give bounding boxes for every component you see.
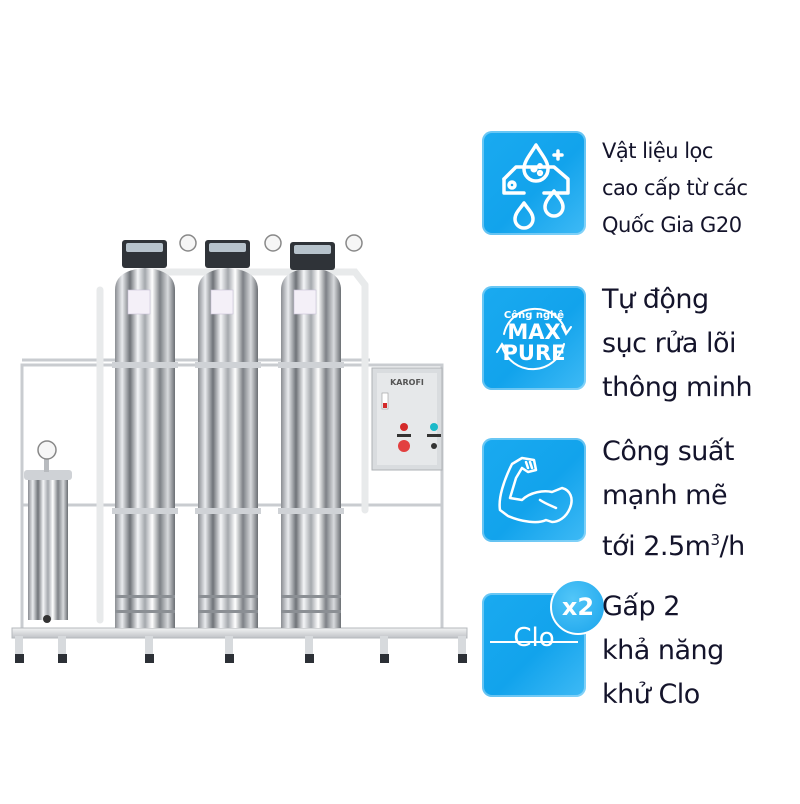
feature-line: mạnh mẽ xyxy=(602,480,728,511)
control-box xyxy=(371,367,443,471)
feature-auto-backwash: Công nghệ MAX PURE Tự động sục rửa lõi t… xyxy=(482,284,800,403)
flexed-arm-icon xyxy=(482,438,586,542)
feature-text: Tự động sục rửa lõi thông minh xyxy=(602,278,753,410)
feature-line: Quốc Gia G20 xyxy=(602,213,742,237)
feature-line: Gấp 2 xyxy=(602,591,680,622)
feature-line: tới 2.5m3/h xyxy=(602,531,745,562)
max-pure-cycle-icon: Công nghệ MAX PURE xyxy=(482,286,586,390)
icon-label: Clo xyxy=(513,623,555,653)
filter-tanks xyxy=(112,234,363,628)
icon-label: PURE xyxy=(502,341,566,365)
product-image: KAROFI xyxy=(11,234,468,663)
feature-line: Công suất xyxy=(602,436,735,467)
control-box-brand: KAROFI xyxy=(390,378,424,387)
feature-line: thông minh xyxy=(602,372,753,403)
icon-label: Công nghệ xyxy=(503,310,565,321)
feature-line: cao cấp từ các xyxy=(602,176,748,200)
icon-label: MAX xyxy=(507,320,561,344)
feature-chlorine-removal: Clo x2 Gấp 2 khả năng khử Clo xyxy=(482,579,800,710)
feature-line: Vật liệu lọc xyxy=(602,139,713,163)
pre-filter-housing xyxy=(24,440,72,623)
x2-badge: x2 xyxy=(550,579,606,635)
feature-line: khử Clo xyxy=(602,679,700,710)
feature-line: Tự động xyxy=(602,284,709,315)
feature-capacity: Công suất mạnh mẽ tới 2.5m3/h xyxy=(482,436,800,562)
feature-g20-materials: Vật liệu lọc cao cấp từ các Quốc Gia G20 xyxy=(482,131,800,241)
feature-text: Vật liệu lọc cao cấp từ các Quốc Gia G20 xyxy=(602,133,748,244)
feature-text: Công suất mạnh mẽ tới 2.5m3/h xyxy=(602,430,745,569)
feature-line: sục rửa lõi xyxy=(602,328,736,359)
strikethrough-line xyxy=(490,641,578,643)
water-drops-filter-icon xyxy=(482,131,586,235)
feature-line: khả năng xyxy=(602,635,724,666)
feature-text: Gấp 2 khả năng khử Clo xyxy=(602,585,724,717)
